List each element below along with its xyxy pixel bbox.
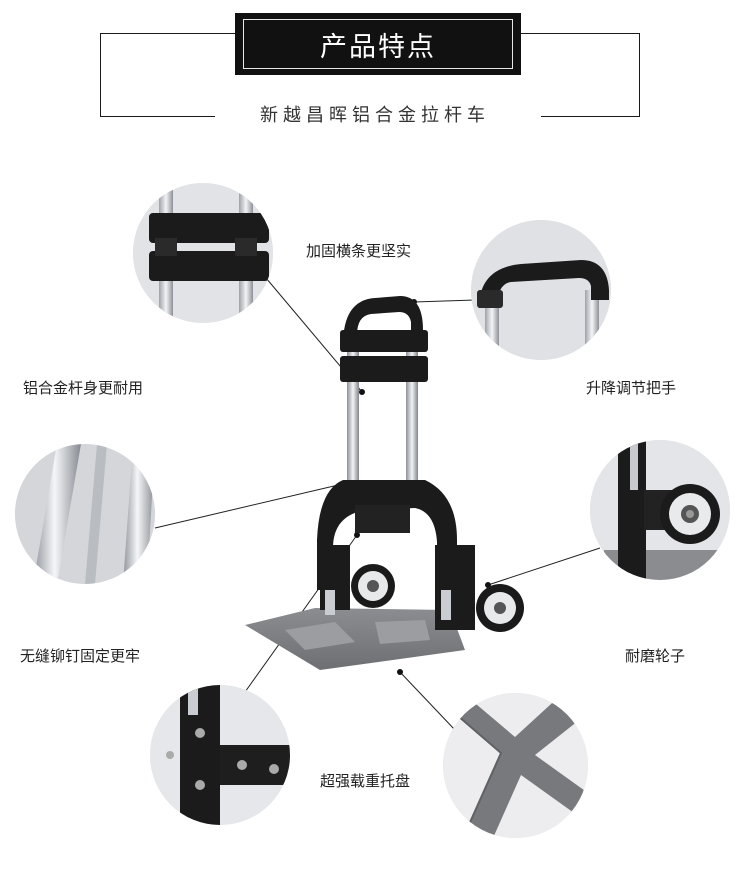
frame-line-top-left (100, 33, 235, 34)
feature-label-tray: 超强载重托盘 (320, 772, 411, 790)
feature-label-frame: 铝合金杆身更耐用 (23, 379, 144, 397)
tray-detail-icon (443, 693, 588, 838)
hand-truck-illustration (245, 296, 524, 670)
connector-wheels (487, 547, 601, 586)
title-inner-border (243, 19, 513, 69)
feature-label-handle: 升降调节把手 (586, 379, 677, 397)
connector-handle (413, 299, 476, 303)
page-subtitle: 新越昌晖铝合金拉杆车 (260, 105, 490, 126)
frame-line-top-right (521, 33, 640, 34)
aluminum-rod-detail-icon (15, 444, 155, 584)
crossbar-detail-icon (133, 183, 273, 323)
frame-line-bottom-left (100, 116, 215, 117)
page-title: 产品特点 (320, 31, 436, 63)
rivet-detail-icon (150, 685, 290, 825)
wheel-detail-icon (590, 440, 730, 580)
connector-tray (399, 671, 456, 731)
feature-label-wheels: 耐磨轮子 (625, 647, 686, 665)
feature-label-crossbar: 加固横条更坚实 (306, 242, 412, 260)
frame-line-left (100, 33, 101, 117)
title-box: 产品特点 (235, 13, 521, 75)
frame-line-right (639, 33, 640, 117)
frame-line-bottom-right (541, 116, 640, 117)
connector-frame (154, 481, 352, 529)
feature-label-rivets: 无缝铆钉固定更牢 (20, 647, 141, 665)
